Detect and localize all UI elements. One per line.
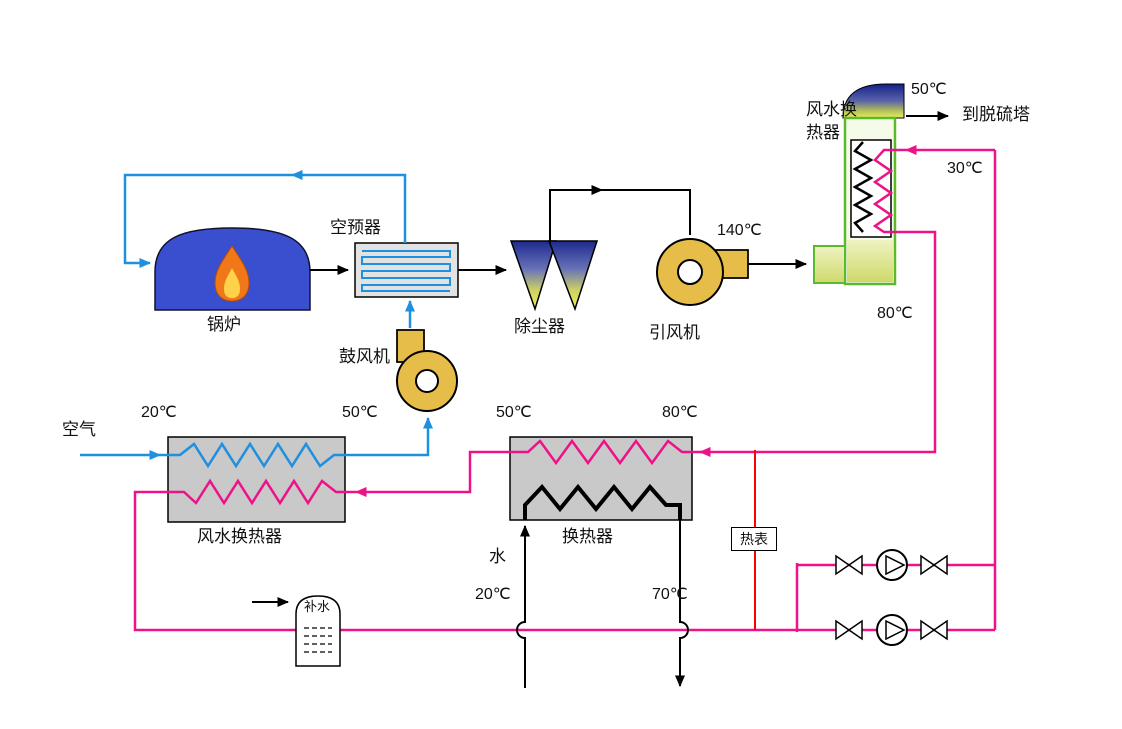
hx-center-label: 换热器 [562,527,613,546]
dust-collector-graphic [509,240,599,312]
preheater-coil [361,250,451,292]
blower-label: 鼓风机 [339,347,390,366]
process-water-lines [516,483,689,688]
unit-black-coil [852,141,874,233]
temp-hx-hot: 80℃ [662,404,698,421]
heat-meter-box: 热表 [731,527,777,551]
hx-air-water-right-label: 风水换热器 [806,100,857,142]
water-outlet-line [675,520,689,687]
induced-draft-fan-graphic [656,238,749,306]
dust-collector-label: 除尘器 [514,317,565,336]
heat-exchanger-graphic [509,436,693,521]
stack-elbow [842,83,905,119]
blower-fan-graphic [396,329,458,412]
pump-valve-assembly-top [835,549,948,581]
water-inlet-line [516,525,530,688]
left-pink-coil-and-return [133,478,797,632]
makeup-water-tank-graphic [295,595,341,667]
temp-air-out: 50℃ [342,404,378,421]
temp-water-in: 20℃ [475,586,511,603]
valve-icon [920,554,948,576]
water-stream-label: 水 [489,547,506,566]
temp-return-water: 30℃ [947,160,983,177]
center-black-coil [523,483,682,520]
temp-supply-water: 80℃ [877,305,913,322]
air-coil-left-box [160,417,433,469]
valve-icon [835,619,863,641]
valve-icon [835,554,863,576]
air-stream-label: 空气 [62,420,96,439]
gas-inlet-elbow [813,245,846,284]
valve-icon [920,619,948,641]
hot-water-lines [133,145,997,632]
preheater-label: 空预器 [330,218,381,237]
id-fan-label: 引风机 [649,323,700,342]
temp-hx-cold: 50℃ [496,404,532,421]
pump-valve-assembly-bottom [835,614,948,646]
air-preheater-graphic [354,242,459,298]
temp-flue-after-fan: 140℃ [717,222,762,239]
center-pink-coil [355,438,704,497]
unit-pink-coil-and-supply [699,148,937,457]
air-lines [80,170,433,469]
flue-gas-lines [252,111,949,607]
boiler-graphic [154,227,311,311]
hx-air-water-left-label: 风水换热器 [197,527,282,546]
temp-air-in: 20℃ [141,404,177,421]
boiler-label: 锅炉 [207,315,241,334]
makeup-water-label: 补水 [304,599,331,614]
temp-stack-out: 50℃ [911,81,947,98]
air-water-hx-left-graphic [167,436,346,523]
to-tower-label: 到脱硫塔 [962,105,1030,124]
temp-water-out: 70℃ [652,586,688,603]
